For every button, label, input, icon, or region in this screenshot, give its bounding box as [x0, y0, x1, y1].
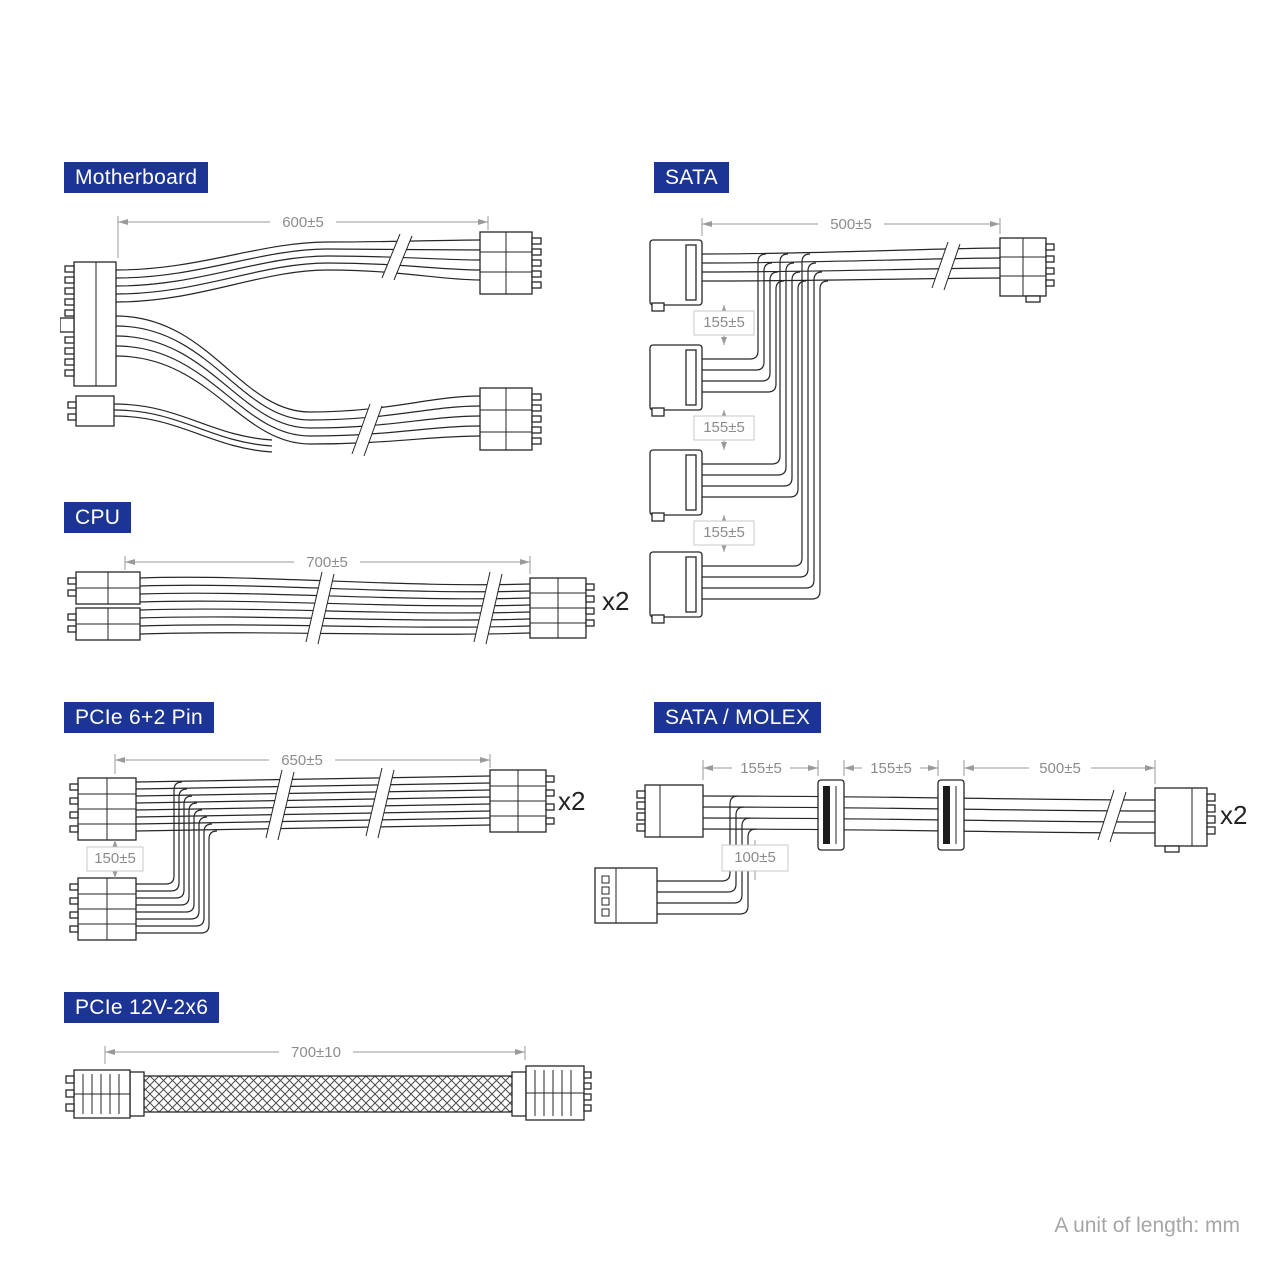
dim-motherboard-main: 600±5 [282, 214, 324, 231]
psu-side-connector [489, 769, 555, 833]
sata-molex-multiplier: x2 [1220, 800, 1247, 830]
sata-power-connector-1 [649, 239, 703, 312]
sata-power-connector-4 [649, 551, 703, 624]
dim-sm-main: 500±5 [1039, 760, 1081, 777]
section-label-sata-molex: SATA / MOLEX [654, 702, 822, 733]
inline-sata-connector-2 [937, 779, 965, 851]
pcie12v-cable-diagram: 700±10 [65, 1043, 592, 1121]
dim-sata-main: 500±5 [830, 216, 872, 233]
cpu-cable-diagram: 700±5 x2 [67, 553, 629, 645]
dimension-155-seg2: 155±5 [693, 410, 755, 450]
dim-sata-seg3: 155±5 [703, 524, 745, 541]
dim-sata-seg1: 155±5 [703, 314, 745, 331]
pcie-connector-bottom [69, 877, 137, 941]
pcie12v-connector-left [65, 1069, 131, 1119]
cable-break-marks [265, 766, 395, 841]
molex-connector-left [636, 784, 704, 838]
dimension-500: 500±5 [701, 215, 1001, 236]
dim-sm-branch: 100±5 [734, 849, 776, 866]
atx-24pin-connector [60, 261, 117, 387]
dim-cpu-main: 700±5 [306, 554, 348, 571]
dim-sm-seg2: 155±5 [870, 760, 912, 777]
dimension-600: 600±5 [117, 213, 489, 258]
cpu-4plus4-connector [67, 571, 141, 641]
cable-break-mark [931, 240, 961, 291]
dimension-500-main: 500±5 [963, 759, 1156, 784]
section-label-sata: SATA [654, 162, 729, 193]
dimension-700: 700±5 [124, 553, 531, 574]
pcie12v-connector-right [525, 1065, 592, 1121]
cable-break-mark [1097, 788, 1127, 843]
cpu-multiplier: x2 [602, 586, 629, 616]
sata-wires [701, 247, 1001, 600]
psu-side-connector-top [479, 231, 542, 295]
dimension-155-seg2: 155±5 [843, 759, 939, 777]
dim-sm-seg1: 155±5 [740, 760, 782, 777]
motherboard-wires [113, 239, 481, 453]
pcie-wires [135, 775, 491, 934]
psu-side-connector [529, 577, 595, 639]
sata-molex-cable-diagram: 155±5 155±5 500±5 100±5 x2 [594, 759, 1247, 924]
section-label-pcie62: PCIe 6+2 Pin [64, 702, 214, 733]
cable-break-marks [305, 570, 503, 645]
unit-note: A unit of length: mm [1054, 1214, 1240, 1237]
dimension-155-seg1: 155±5 [702, 759, 819, 780]
inline-sata-connector-1 [817, 779, 845, 851]
dim-pcie-main: 650±5 [281, 752, 323, 769]
section-label-motherboard: Motherboard [64, 162, 209, 193]
braided-sleeve [129, 1071, 527, 1117]
sata-power-connector-2 [649, 344, 703, 417]
pcie62-cable-diagram: 650±5 150±5 x2 [69, 751, 585, 941]
dimension-150-branch: 150±5 [86, 840, 144, 878]
section-label-cpu: CPU [64, 502, 132, 533]
molex-connector-branch [594, 867, 658, 924]
sata-power-connector-3 [649, 449, 703, 522]
pcie-connector-top [69, 777, 137, 841]
psu-side-connector-bottom [479, 387, 542, 451]
motherboard-cable-diagram: 600±5 [60, 213, 542, 457]
pcie-multiplier: x2 [558, 786, 585, 816]
sata-cable-diagram: 500±5 155±5 155±5 155±5 [649, 215, 1055, 624]
dimension-100-branch: 100±5 [721, 840, 789, 880]
dim-pcie12v-main: 700±10 [291, 1044, 341, 1061]
atx-aux-connector [67, 395, 115, 427]
cable-break-marks [351, 231, 413, 457]
dim-pcie-branch: 150±5 [94, 850, 136, 867]
dimension-650: 650±5 [114, 751, 491, 774]
dimension-155-seg3: 155±5 [693, 515, 755, 552]
dim-sata-seg2: 155±5 [703, 419, 745, 436]
molex-connector-right [1154, 787, 1216, 853]
dimension-700-10: 700±10 [104, 1043, 526, 1064]
psu-side-connector [999, 237, 1055, 303]
section-label-pcie12v: PCIe 12V-2x6 [64, 992, 220, 1023]
cpu-wires [139, 576, 531, 635]
dimension-155-seg1: 155±5 [693, 305, 755, 345]
